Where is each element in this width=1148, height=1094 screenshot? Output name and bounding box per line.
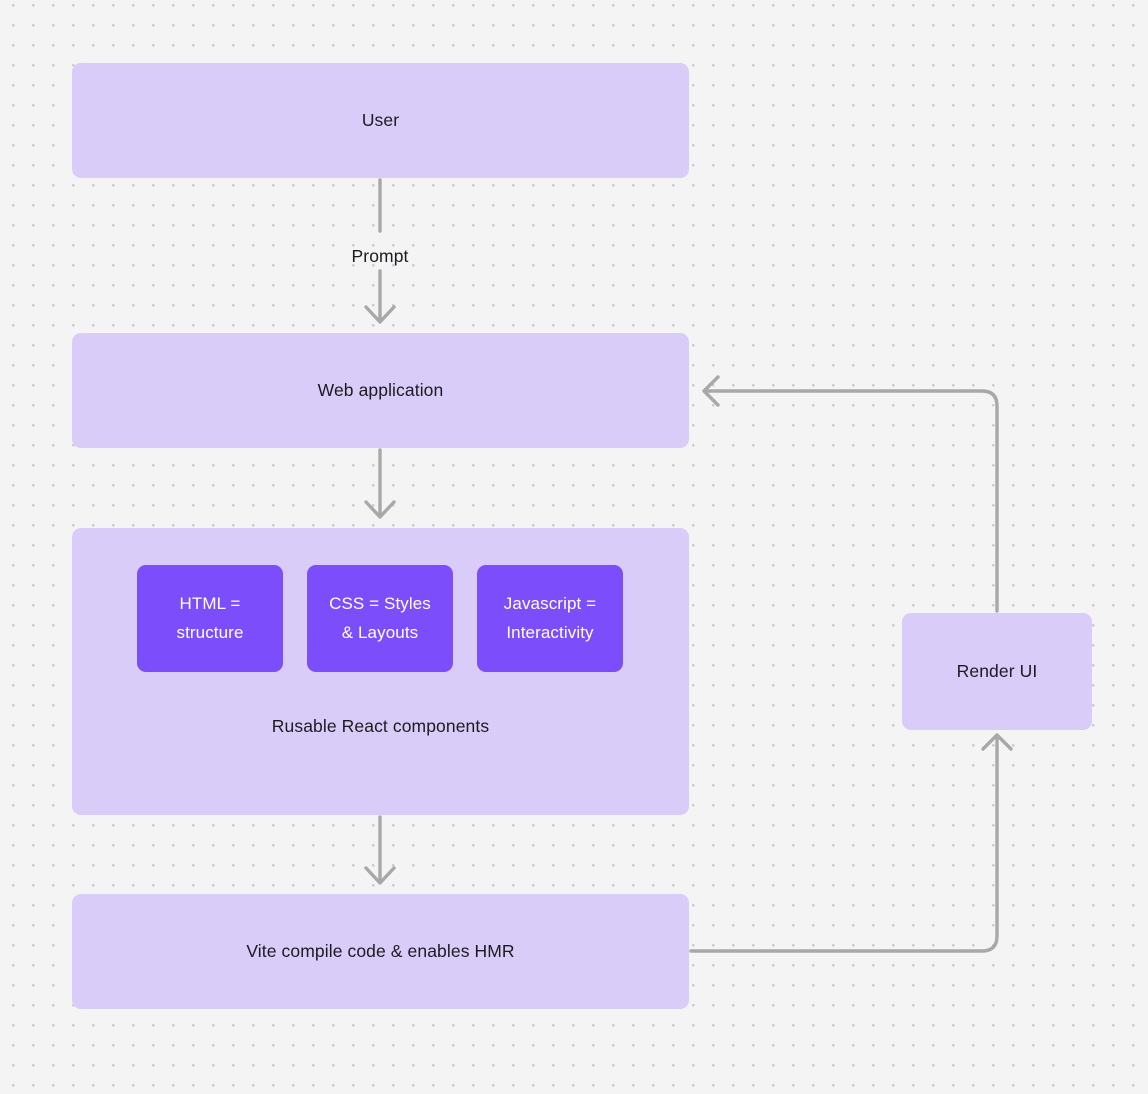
node-render-ui[interactable]: Render UI xyxy=(902,613,1092,730)
edge-render-to-webapp xyxy=(702,375,999,613)
subnode-javascript-line1: Javascript = xyxy=(503,593,597,613)
node-react-components-group[interactable]: HTML = structure CSS = Styles & Layouts … xyxy=(72,528,689,815)
node-web-application-label: Web application xyxy=(317,379,444,400)
edge-label-prompt: Prompt xyxy=(351,246,409,266)
node-vite[interactable]: Vite compile code & enables HMR xyxy=(72,894,689,1009)
subnode-css-line1: CSS = Styles xyxy=(329,593,431,613)
node-user-label: User xyxy=(361,109,400,130)
node-render-ui-label: Render UI xyxy=(956,660,1038,681)
subnode-javascript-line2: Interactivity xyxy=(506,622,594,642)
node-user[interactable]: User xyxy=(72,63,689,178)
edge-group-to-vite xyxy=(364,815,396,885)
subnode-javascript[interactable]: Javascript = Interactivity xyxy=(477,565,623,672)
subnode-html-line2: structure xyxy=(176,622,244,642)
subnode-javascript-label: Javascript = Interactivity xyxy=(504,590,596,648)
subnode-css-line2: & Layouts xyxy=(341,622,419,642)
subnode-css-label: CSS = Styles & Layouts xyxy=(329,590,431,648)
edge-webapp-to-group xyxy=(364,448,396,519)
subnode-html[interactable]: HTML = structure xyxy=(137,565,283,672)
node-react-components-group-caption: Rusable React components xyxy=(271,716,490,736)
node-web-application[interactable]: Web application xyxy=(72,333,689,448)
subnode-css[interactable]: CSS = Styles & Layouts xyxy=(307,565,453,672)
subnode-html-line1: HTML = xyxy=(179,593,241,613)
node-vite-label: Vite compile code & enables HMR xyxy=(246,940,515,961)
edge-vite-to-render xyxy=(689,733,1013,953)
subnode-html-label: HTML = structure xyxy=(176,590,243,648)
